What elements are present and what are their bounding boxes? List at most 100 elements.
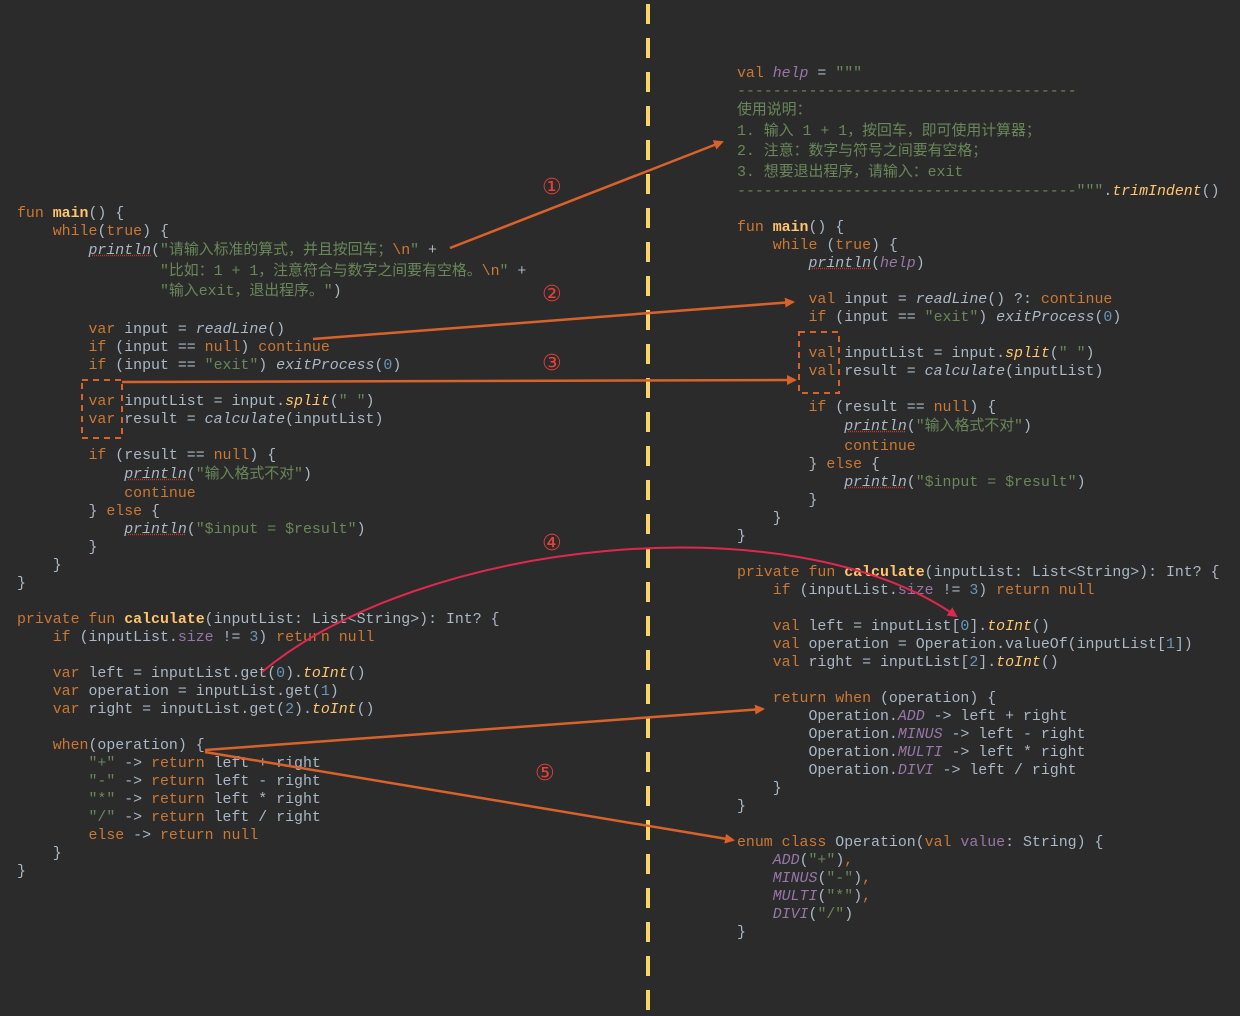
code-token: println [844,474,907,491]
code-token: fun [737,220,773,236]
code-token: calculate [204,411,286,428]
code-line: var left = inputList.get(0).toInt() [17,665,526,683]
code-token: if [17,630,80,646]
code-token: Operation. [737,726,898,743]
code-token: { [862,456,880,473]
code-token: private fun [737,564,845,581]
code-token: ) [978,310,997,326]
code-line: println(help) [737,255,1220,273]
code-line: enum class Operation(val value: String) … [737,834,1220,852]
code-token: ) [853,870,863,887]
code-token: (inputList. [79,630,178,646]
code-token: } [737,528,746,545]
left-code-panel-original: fun main() { while(true) { println("请输入标… [17,205,526,881]
code-token: ) { [969,400,997,416]
code-token: ( [374,357,384,374]
code-token: readLine [195,321,268,338]
code-line: } [737,528,1220,546]
code-token: ) [240,339,259,356]
code-token: ( [817,888,827,905]
code-token: val [737,618,809,635]
code-token: MULTI [897,744,943,761]
code-token: ]) [1174,636,1193,653]
code-line: if (result == null) { [737,399,1220,417]
code-token: 0 [276,666,286,682]
code-token: ( [1049,346,1059,362]
code-token: } [17,504,107,520]
code-token: var [17,666,89,682]
code-line: } [17,845,526,863]
arrow-4-list-index-curve [261,546,958,673]
code-token: val [924,834,961,851]
code-token: main [52,206,89,222]
code-token: "*" [826,888,854,905]
annotation-label-5: ⑤ [535,761,555,786]
code-token: , [844,852,854,869]
code-token: ) { [142,224,169,240]
code-token: ]. [978,654,997,671]
code-token: Operation. [737,708,898,725]
code-token: ADD [897,708,925,725]
code-line: println("输入格式不对") [737,417,1220,438]
code-token: () [1201,184,1220,200]
code-token: val [737,292,845,308]
arrow-5a-return-when [204,704,765,752]
code-line: } [17,863,526,881]
code-token: if [17,447,116,464]
code-token: ) [302,466,312,483]
code-token: null [933,400,970,416]
code-token: left = inputList.get( [88,666,277,682]
code-token: val [737,66,773,82]
code-token: "比如：1 + 1，注意符合与数字之间要有空格。 [159,263,482,280]
annotation-label-4: ④ [542,531,562,556]
code-line: "输入exit，退出程序。") [17,282,526,303]
code-token: ) [853,888,863,905]
code-token: "请输入标准的算式，并且按回车； [160,243,393,259]
code-token: "输入格式不对" [915,419,1023,435]
code-token: 0 [960,618,970,635]
code-line: if (input == null) continue [17,339,526,357]
code-line: "比如：1 + 1，注意符合与数字之间要有空格。\n" + [17,262,526,283]
code-token: inputList = input. [124,393,286,410]
code-token: ) [915,256,925,272]
code-token: toInt [311,702,357,718]
code-line: while(true) { [17,223,526,241]
arrow-1-help-text [449,140,724,250]
code-line: continue [737,438,1220,456]
code-token: return [151,792,214,808]
code-token: () ?: [987,292,1041,308]
code-token: (input == [115,357,205,374]
code-line: println("输入格式不对") [17,465,526,486]
code-line: while (true) { [737,237,1220,255]
code-token: calculate [844,564,925,581]
code-line: } [737,492,1220,510]
code-token: ) [835,852,845,869]
code-token: ) [978,582,997,599]
code-token: ) [258,357,277,374]
code-token: var [17,393,125,410]
code-token: (inputList) [285,411,384,428]
code-token: + [419,243,437,259]
code-token: if [737,310,836,326]
code-token: exitProcess [276,357,375,374]
code-token: ( [817,870,827,887]
code-token: toInt [987,618,1032,635]
code-token: if [737,582,800,599]
code-token: (operation) { [879,690,997,707]
code-token: trimIndent [1112,184,1202,200]
code-token: 3 [249,630,259,646]
code-line: return when (operation) { [737,690,1220,708]
code-token: MINUS [772,870,818,887]
code-line: ADD("+"), [737,852,1220,870]
code-token: ) { [871,238,898,254]
code-token: operation = Operation.valueOf(inputList[ [808,636,1166,653]
code-token: "输入exit，退出程序。" [159,284,333,300]
code-token: right = inputList.get( [88,702,286,718]
code-line: Operation.MINUS -> left - right [737,726,1220,744]
code-line: "*" -> return left * right [17,791,526,809]
code-line: DIVI("/") [737,906,1220,924]
code-token: } [737,510,782,527]
code-token: "$input = $result" [195,522,357,538]
code-token: "-" [826,870,854,887]
